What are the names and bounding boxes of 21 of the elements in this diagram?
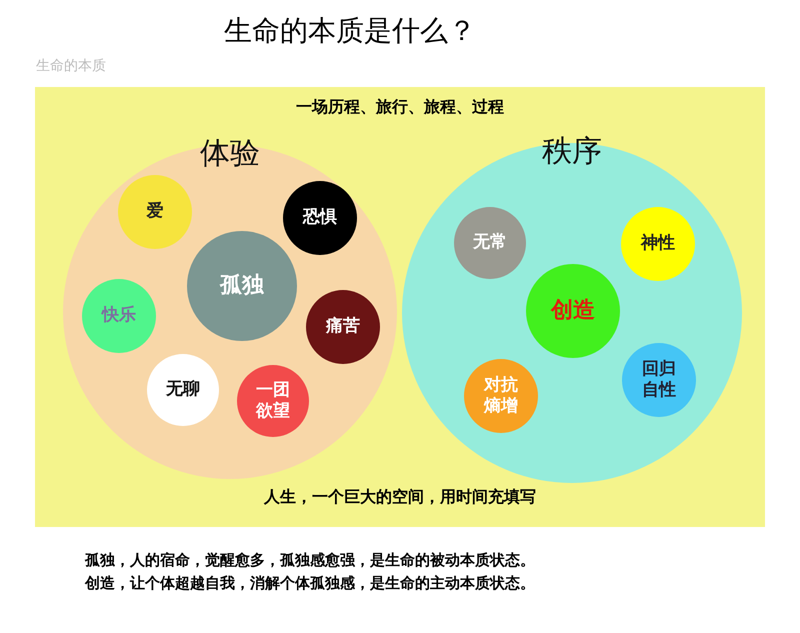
panel-caption: 人生，一个巨大的空间，用时间充填写 — [264, 487, 536, 508]
topic-circle: 无聊 — [147, 354, 219, 426]
topic-circle: 神性 — [621, 207, 695, 281]
topic-circle: 回归自性 — [622, 343, 696, 417]
circle-heading: 体验 — [200, 135, 260, 173]
topic-circle: 创造 — [526, 264, 620, 358]
topic-circle: 快乐 — [82, 279, 156, 353]
circle-heading: 秩序 — [542, 133, 602, 171]
topic-circle: 爱 — [118, 175, 192, 249]
topic-circle: 一团欲望 — [237, 365, 309, 437]
topic-circle: 无常 — [454, 207, 526, 279]
topic-circle: 恐惧 — [283, 181, 357, 255]
topic-circle: 孤独 — [187, 231, 297, 341]
background-panel — [35, 87, 765, 527]
note-text: 孤独，人的宿命，觉醒愈多，孤独感愈强，是生命的被动本质状态。 — [85, 551, 535, 570]
title: 生命的本质是什么？ — [223, 13, 477, 49]
section-label: 生命的本质 — [36, 57, 106, 75]
topic-circle: 痛苦 — [306, 290, 380, 364]
panel-caption: 一场历程、旅行、旅程、过程 — [296, 97, 504, 118]
topic-circle: 对抗熵增 — [464, 359, 538, 433]
note-text: 创造，让个体超越自我，消解个体孤独感，是生命的主动本质状态。 — [85, 574, 535, 593]
